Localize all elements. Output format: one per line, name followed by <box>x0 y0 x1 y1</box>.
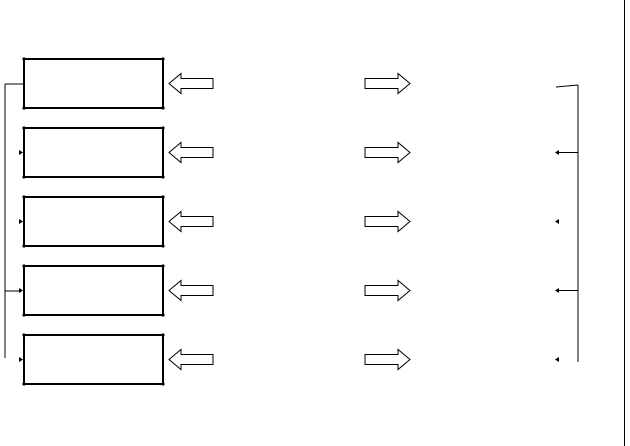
small-arrowhead-right-icon <box>19 219 23 224</box>
hollow-right-arrow-icon <box>364 141 411 164</box>
small-arrowhead-left-icon <box>555 219 559 224</box>
process-box <box>23 265 164 316</box>
box-corner-dot <box>22 333 26 337</box>
small-arrowhead-left-icon <box>555 288 559 293</box>
hollow-right-arrow-icon <box>364 348 411 371</box>
small-arrowhead-right-icon <box>19 357 23 362</box>
diagram-row <box>22 126 411 179</box>
box-corner-dot <box>161 195 165 199</box>
process-box <box>23 127 164 178</box>
hollow-left-arrow-icon <box>168 72 214 95</box>
diagram-row <box>22 195 411 248</box>
box-corner-dot <box>22 244 26 248</box>
small-arrowhead-right-icon <box>19 288 23 293</box>
box-corner-dot <box>22 175 26 179</box>
diagram-row <box>22 333 411 386</box>
box-corner-dot <box>22 57 26 61</box>
small-arrowhead-left-icon <box>555 357 559 362</box>
hollow-left-arrow-icon <box>168 348 214 371</box>
small-arrowhead-left-icon <box>555 150 559 155</box>
hollow-left-arrow-icon <box>168 141 214 164</box>
box-corner-dot <box>22 126 26 130</box>
box-corner-dot <box>161 57 165 61</box>
box-corner-dot <box>161 264 165 268</box>
box-corner-dot <box>22 382 26 386</box>
hollow-left-arrow-icon <box>168 279 214 302</box>
diagram-row <box>22 264 411 317</box>
box-corner-dot <box>161 126 165 130</box>
hollow-right-arrow-icon <box>364 210 411 233</box>
hollow-left-arrow-icon <box>168 210 214 233</box>
box-corner-dot <box>161 313 165 317</box>
box-corner-dot <box>161 244 165 248</box>
process-box <box>23 196 164 247</box>
box-corner-dot <box>22 106 26 110</box>
hollow-right-arrow-icon <box>364 72 411 95</box>
box-corner-dot <box>22 195 26 199</box>
hollow-right-arrow-icon <box>364 279 411 302</box>
process-box <box>23 334 164 385</box>
small-arrowhead-right-icon <box>19 150 23 155</box>
right-bus-top-link <box>555 84 579 88</box>
box-corner-dot <box>22 264 26 268</box>
rows-layer <box>22 57 411 386</box>
box-corner-dot <box>161 175 165 179</box>
diagram-row <box>22 57 411 110</box>
box-corner-dot <box>161 333 165 337</box>
box-corner-dot <box>22 313 26 317</box>
box-corner-dot <box>161 382 165 386</box>
connectors-layer <box>4 83 579 362</box>
box-corner-dot <box>161 106 165 110</box>
